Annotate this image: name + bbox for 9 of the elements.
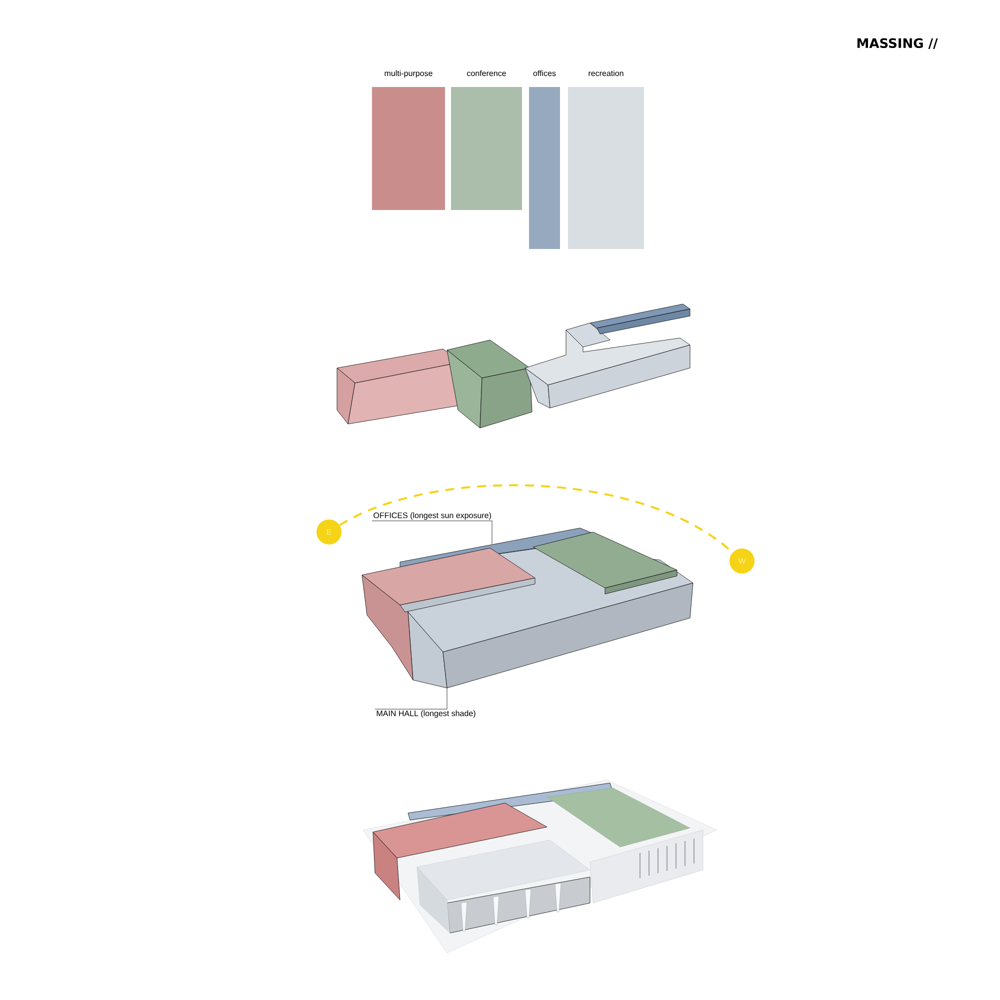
title: MASSING // xyxy=(857,38,938,50)
callout-text: MAIN HALL (longest shade) xyxy=(376,710,476,718)
leader-line xyxy=(372,520,492,544)
callout-text: OFFICES (longest sun exposure) xyxy=(374,512,491,520)
bar-label: offices xyxy=(533,70,556,76)
leader-line xyxy=(374,688,448,710)
bar-label: recreation xyxy=(588,70,624,76)
bar-label: conference xyxy=(467,70,506,76)
bar-label: multi-purpose xyxy=(384,70,432,78)
